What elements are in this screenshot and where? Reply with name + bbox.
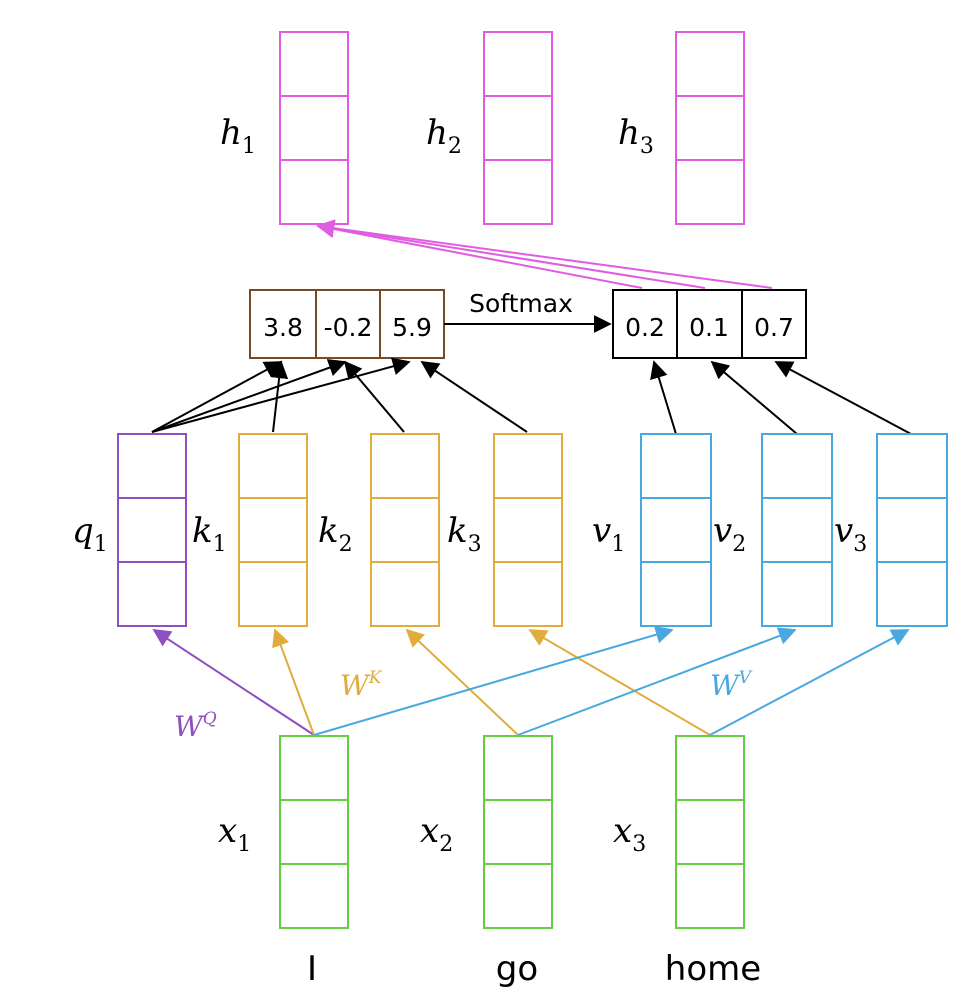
- label-h2: h2: [426, 113, 462, 159]
- vector-v3: [876, 433, 948, 627]
- value-arrows: [650, 360, 912, 435]
- score-3: 5.9: [392, 313, 432, 342]
- label-q1: q1: [72, 511, 108, 557]
- prob-2: 0.1: [689, 313, 729, 342]
- label-v3: v3: [834, 511, 867, 557]
- vector-k1: [238, 433, 308, 627]
- vector-h2: [483, 31, 553, 225]
- key-projection-arrows: [272, 628, 711, 736]
- label-wq: WQ: [174, 709, 217, 743]
- value-projection-arrows: [313, 625, 910, 736]
- prob-1: 0.2: [625, 313, 665, 342]
- label-wk: WK: [340, 668, 383, 702]
- label-h3: h3: [618, 113, 654, 159]
- vector-x2: [483, 735, 553, 929]
- vector-k2: [370, 433, 440, 627]
- vector-h3: [675, 31, 745, 225]
- label-k3: k3: [447, 511, 482, 557]
- probability-vector: [612, 289, 807, 359]
- label-k1: k1: [192, 511, 227, 557]
- label-x3: x3: [613, 811, 646, 857]
- score-2: -0.2: [324, 313, 373, 342]
- word-3: home: [665, 949, 761, 989]
- label-k2: k2: [318, 511, 353, 557]
- query-projection-arrows: [152, 629, 315, 736]
- word-2: go: [496, 949, 538, 989]
- vector-v2: [761, 433, 833, 627]
- label-x1: x1: [218, 811, 251, 857]
- word-1: I: [307, 949, 317, 989]
- softmax-label: Softmax: [469, 289, 573, 318]
- label-x2: x2: [420, 811, 453, 857]
- label-v1: v1: [592, 511, 625, 557]
- vector-x1: [279, 735, 349, 929]
- weighted-sum-arrows: [316, 219, 773, 289]
- score-arrows: [151, 357, 528, 433]
- label-wv: WV: [710, 668, 753, 702]
- label-h1: h1: [220, 113, 256, 159]
- vector-h1: [279, 31, 349, 225]
- vector-v1: [640, 433, 712, 627]
- prob-3: 0.7: [754, 313, 794, 342]
- vector-k3: [493, 433, 563, 627]
- score-1: 3.8: [263, 313, 303, 342]
- label-v2: v2: [713, 511, 746, 557]
- vector-x3: [675, 735, 745, 929]
- vector-q1: [117, 433, 187, 627]
